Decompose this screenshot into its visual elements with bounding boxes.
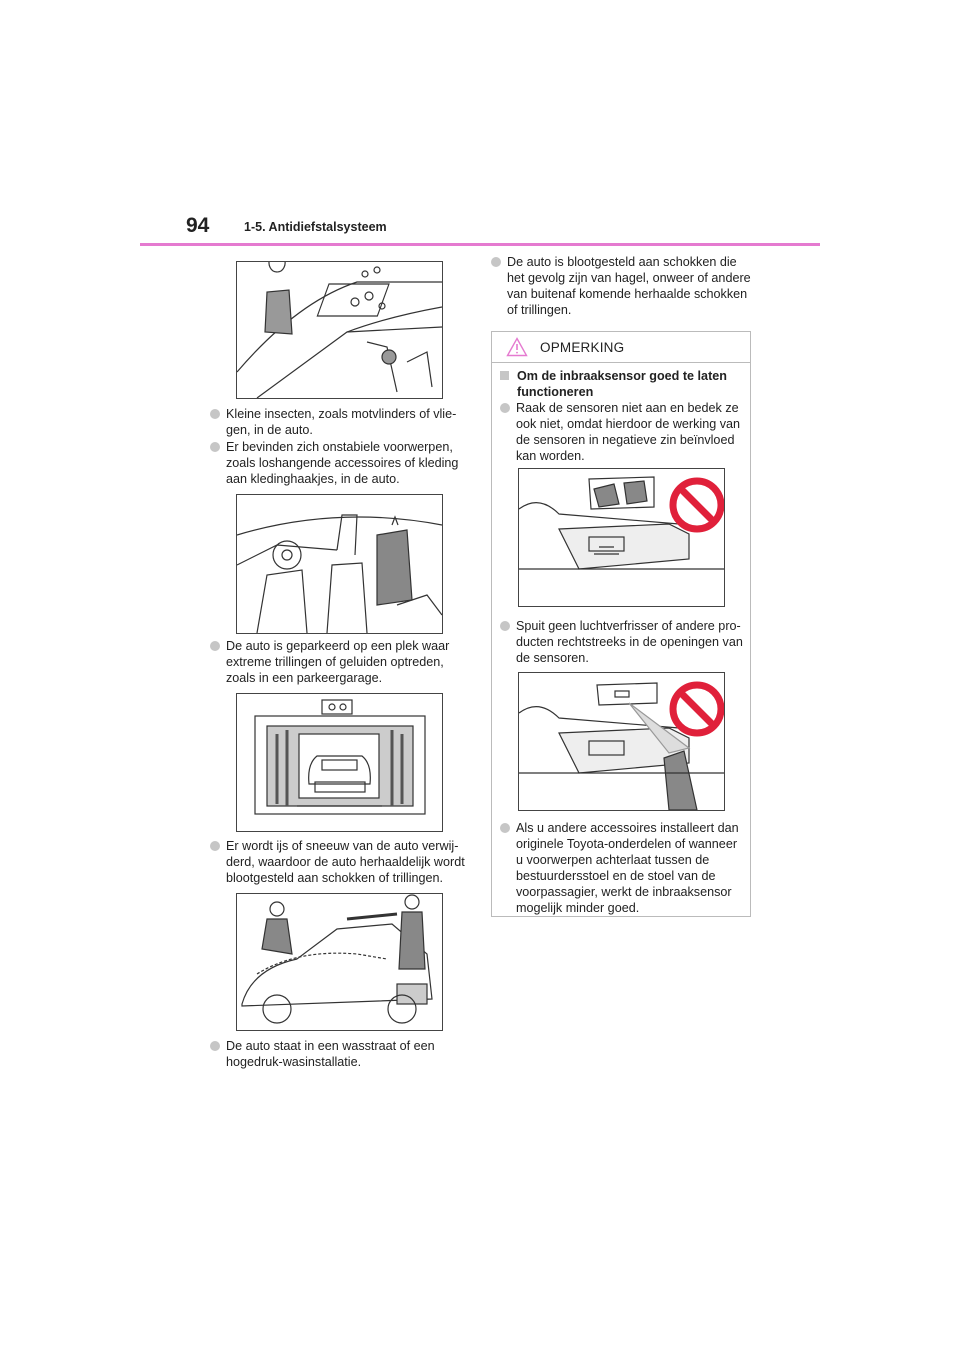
bullet-dot xyxy=(210,409,220,419)
illustration-snow-removal xyxy=(236,893,443,1031)
bullet-text: Er bevinden zich onstabiele voorwerpen, … xyxy=(226,440,459,486)
square-bullet-icon xyxy=(500,371,509,380)
note-label: OPMERKING xyxy=(540,340,625,355)
illustration-sensor-spray xyxy=(518,672,725,811)
note-header: OPMERKING xyxy=(492,332,750,363)
bullet-dot xyxy=(491,257,501,267)
note-box: OPMERKING Om de inbraaksensor goed te la… xyxy=(491,331,751,917)
bullet-dot xyxy=(210,442,220,452)
section-title: 1-5. Antidiefstalsysteem xyxy=(244,220,387,234)
bullet-dot xyxy=(210,841,220,851)
bullet-dot xyxy=(210,1041,220,1051)
bullet-car-wash: De auto staat in een wasstraat of een ho… xyxy=(210,1038,475,1070)
bullet-dot xyxy=(500,403,510,413)
warning-triangle-icon xyxy=(506,337,528,357)
note-subheading: Om de inbraaksensor goed te laten functi… xyxy=(500,368,744,400)
illustration-car-wash xyxy=(236,693,443,832)
header-rule xyxy=(140,243,820,246)
page-number: 94 xyxy=(186,214,210,237)
illustration-hanging-clothes xyxy=(236,494,443,634)
bullet-text: De auto staat in een wasstraat of een ho… xyxy=(226,1039,435,1069)
bullet-text: Kleine insecten, zoals motvlinders of vl… xyxy=(226,407,457,437)
bullet-dot xyxy=(500,621,510,631)
bullet-dot xyxy=(210,641,220,651)
prohibition-icon xyxy=(669,477,724,533)
bullet-text: De auto is blootgesteld aan schokken die… xyxy=(507,255,751,317)
bullet-text: Spuit geen luchtverfrisser of andere pro… xyxy=(516,619,743,665)
bullet-text: Raak de sensoren niet aan en bedek ze oo… xyxy=(516,401,741,463)
bullet-text: De auto is geparkeerd op een plek waar e… xyxy=(226,639,450,685)
bullet-insects: Kleine insecten, zoals motvlinders of vl… xyxy=(210,406,475,438)
note-subheading-text: Om de inbraaksensor goed te laten functi… xyxy=(517,369,727,399)
bullet-text: Als u andere accessoires installeert dan… xyxy=(516,821,739,915)
illustration-sunroof-insects xyxy=(236,261,443,399)
note-bullet-dont-touch: Raak de sensoren niet aan en bedek ze oo… xyxy=(500,400,744,464)
prohibition-icon xyxy=(669,681,724,737)
bullet-ice-removal: Er wordt ijs of sneeuw van de auto verwi… xyxy=(210,838,475,886)
illustration-sensor-covered xyxy=(518,468,725,607)
bullet-dot xyxy=(500,823,510,833)
bullet-loose-objects: Er bevinden zich onstabiele voorwerpen, … xyxy=(210,439,475,487)
bullet-parking-garage: De auto is geparkeerd op een plek waar e… xyxy=(210,638,475,686)
note-bullet-accessories: Als u andere accessoires installeert dan… xyxy=(500,820,744,916)
note-bullet-no-spray: Spuit geen luchtverfrisser of andere pro… xyxy=(500,618,744,666)
bullet-hail-impacts: De auto is blootgesteld aan schokken die… xyxy=(491,254,753,318)
bullet-text: Er wordt ijs of sneeuw van de auto verwi… xyxy=(226,839,465,885)
